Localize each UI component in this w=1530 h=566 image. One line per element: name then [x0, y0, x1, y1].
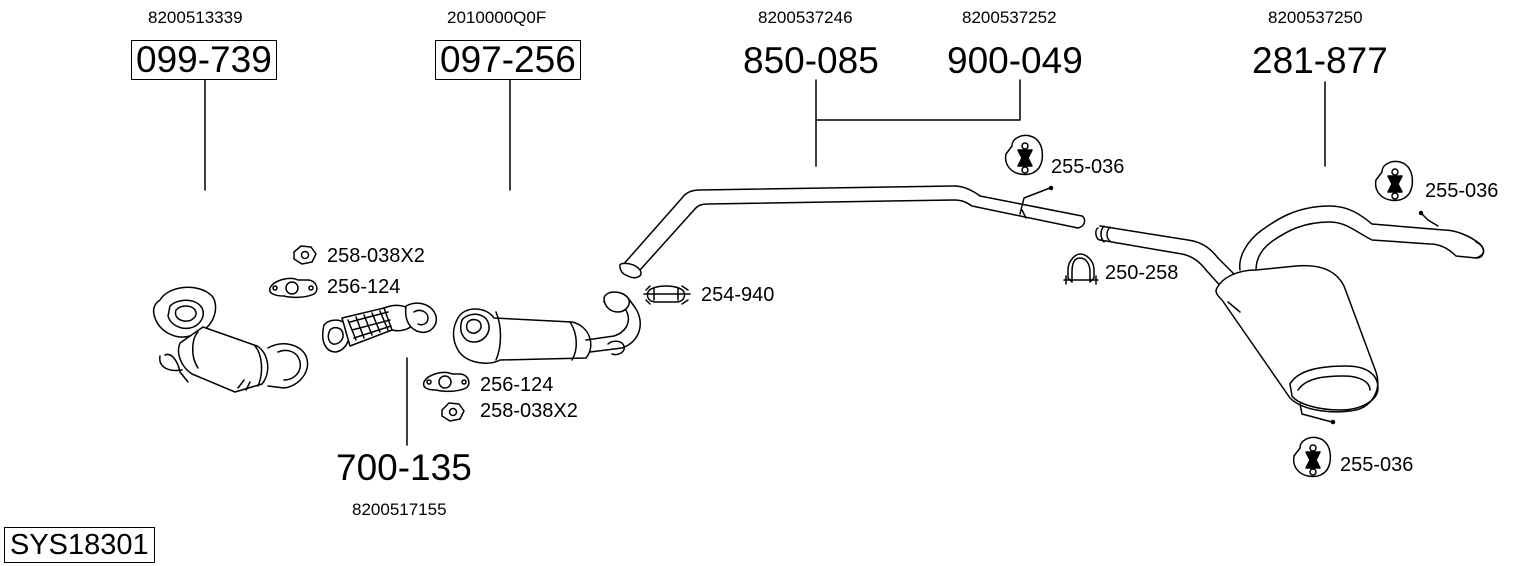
nut-top-drawing [293, 245, 317, 265]
part-number-097-256[interactable]: 097-256 [435, 40, 581, 80]
part-number-281-877[interactable]: 281-877 [1252, 40, 1388, 81]
oem-number-700-135: 8200517155 [352, 500, 447, 519]
accessory-label-gasket-bottom[interactable]: 256-124 [480, 374, 554, 396]
part-number-099-739[interactable]: 099-739 [131, 40, 277, 80]
main-catalyst-drawing [452, 291, 641, 364]
clamp-rear-drawing [1063, 253, 1099, 285]
accessory-label-hanger-rear-top[interactable]: 255-036 [1425, 180, 1499, 202]
accessory-label-clamp-mid[interactable]: 254-940 [701, 284, 775, 306]
nut-bottom-drawing [441, 402, 465, 422]
hanger-mid-drawing [1004, 134, 1044, 176]
accessory-label-nut-bottom[interactable]: 258-038X2 [480, 400, 578, 422]
part-number-900-049[interactable]: 900-049 [947, 40, 1083, 81]
accessory-label-clamp-rear[interactable]: 250-258 [1105, 262, 1179, 284]
system-code: SYS18301 [4, 527, 155, 563]
part-number-850-085[interactable]: 850-085 [743, 40, 879, 81]
oem-number-097-256: 2010000Q0F [447, 8, 547, 27]
accessory-label-hanger-mid[interactable]: 255-036 [1051, 156, 1125, 178]
hanger-rear-bottom-drawing [1292, 436, 1332, 478]
hanger-rear-top-drawing [1374, 160, 1414, 202]
accessory-label-hanger-rear-bottom[interactable]: 255-036 [1340, 454, 1414, 476]
oem-number-850-085: 8200537246 [758, 8, 853, 27]
rear-silencer-drawing [1095, 205, 1485, 425]
oem-number-099-739: 8200513339 [148, 8, 243, 27]
accessory-label-nut-top[interactable]: 258-038X2 [327, 245, 425, 267]
accessory-label-gasket-top[interactable]: 256-124 [327, 276, 401, 298]
flex-pipe-drawing [322, 302, 438, 353]
oem-number-281-877: 8200537250 [1268, 8, 1363, 27]
clamp-mid-drawing [643, 285, 691, 305]
gasket-bottom-drawing [422, 371, 470, 393]
leader-line-850-085-900-049 [815, 79, 1021, 167]
part-number-700-135[interactable]: 700-135 [336, 447, 472, 488]
oem-number-900-049: 8200537252 [962, 8, 1057, 27]
middle-pipe-drawing [619, 185, 1086, 279]
front-catalyst-drawing [152, 286, 309, 393]
gasket-top-drawing [268, 277, 318, 299]
